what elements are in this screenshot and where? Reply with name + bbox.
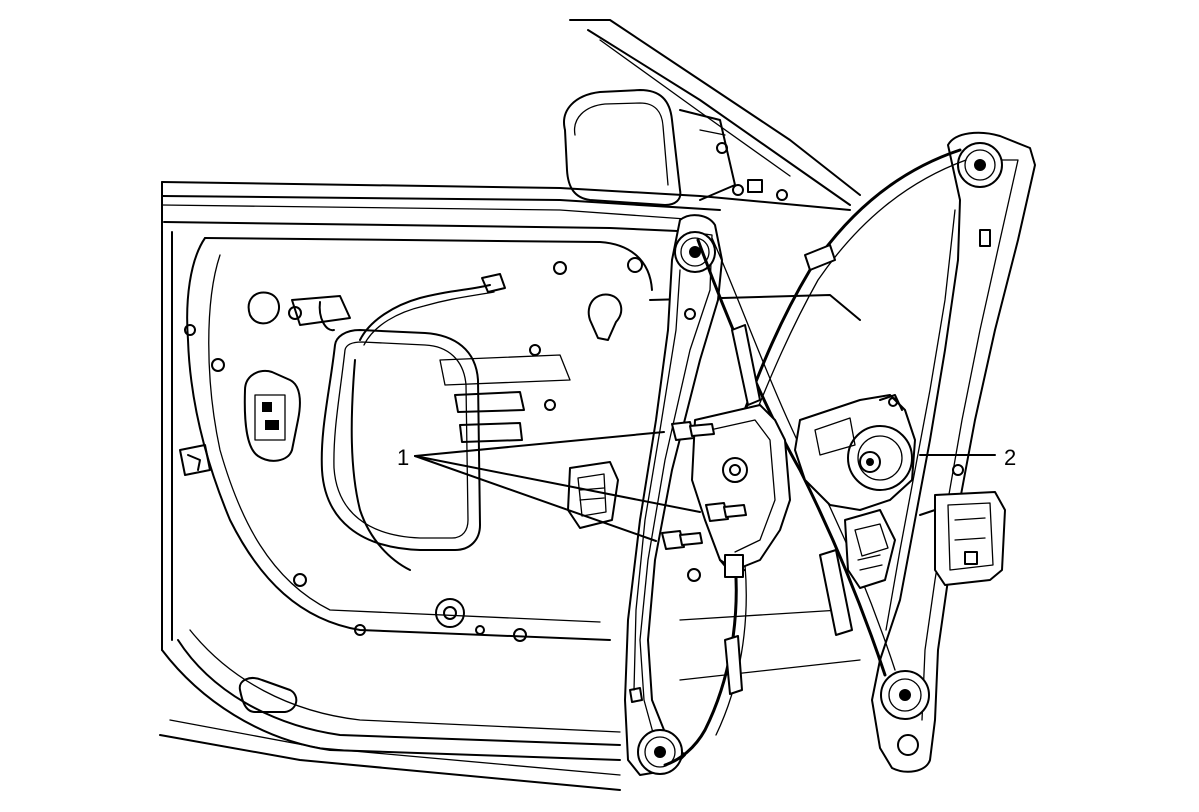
bolt-lower: [661, 530, 703, 550]
callout-1-label: 1: [397, 445, 409, 470]
mounting-bolts: [661, 421, 747, 550]
bolt-upper: [671, 421, 715, 441]
door-body: [159, 19, 861, 791]
rear-guide-rail: [871, 131, 1036, 773]
window-motor: [794, 394, 1006, 589]
bolt-middle: [705, 502, 747, 522]
callout-2-label: 2: [1004, 445, 1016, 470]
callout-1-leaders: [414, 431, 701, 542]
regulator-center-bracket: [691, 404, 791, 578]
window-regulator: [567, 131, 1036, 776]
